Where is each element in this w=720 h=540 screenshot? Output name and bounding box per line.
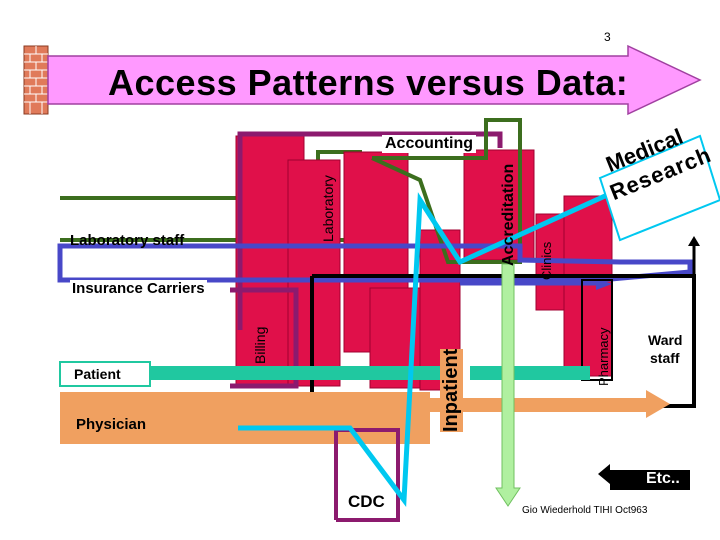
credit-text: Gio Wiederhold TIHI Oct963 [522,505,648,516]
patient-path-right [470,366,590,380]
inpatient-label: Inpatient [440,348,463,432]
accounting-label: Accounting [382,135,476,153]
pharmacy-label: Pharmacy [596,327,611,386]
ward-arrowhead [688,236,700,246]
ward-path [310,274,696,408]
clinics-label: Clinics [539,241,554,280]
billing-label: Billing [252,326,268,364]
laboratory-label: Laboratory [320,175,336,242]
patient-path [60,366,440,380]
cdc-path [334,428,400,522]
insurance-path [57,243,693,283]
medical-research-path [238,177,642,508]
billing-path [237,131,503,330]
ward-label: Ward [648,332,683,348]
laboratory-staff-label: Laboratory staff [70,232,185,249]
medical-research-card [598,134,720,242]
page-number: 3 [604,30,611,44]
accreditation-label: Accreditation [500,163,517,266]
etc-label: Etc.. [646,470,680,487]
physician-label: Physician [76,416,147,433]
insurance-carriers-label: Insurance Carriers [70,280,207,297]
accounting-path [371,118,522,264]
physician-box [60,392,430,444]
pharmacy-path [581,279,613,381]
accreditation-path [495,263,521,507]
billing-path-lower [230,287,299,389]
patient-box [59,361,151,387]
patient-label: Patient [74,366,121,382]
page-title: Access Patterns versus Data: [108,62,629,103]
title-arrow [47,44,702,116]
staff-label: staff [650,350,680,366]
etc-arrow [598,464,690,490]
brick-wall-icon [23,45,49,115]
cdc-label: CDC [348,492,385,511]
